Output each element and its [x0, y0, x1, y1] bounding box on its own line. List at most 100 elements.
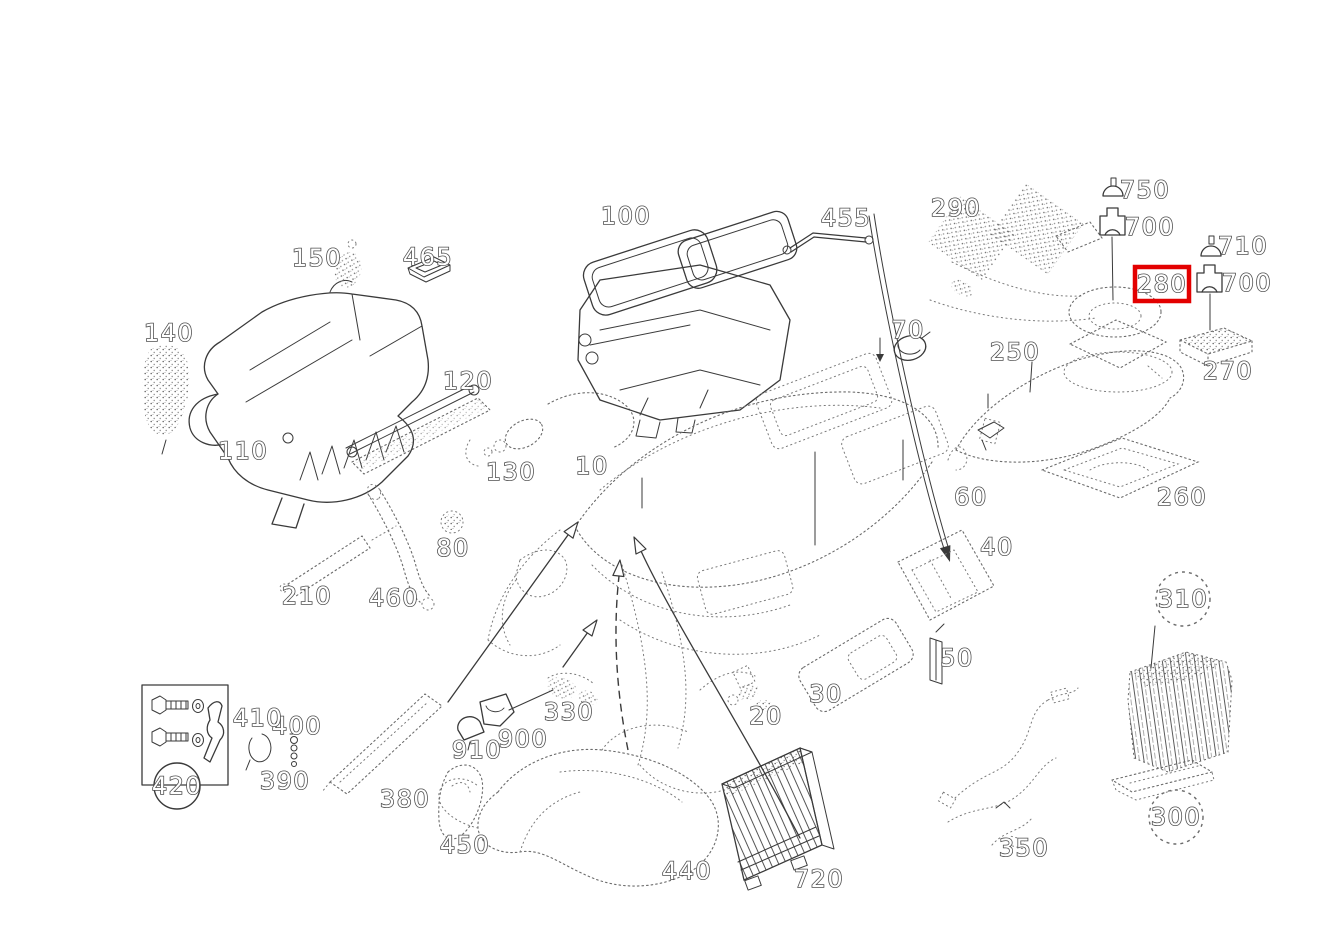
callout-20[interactable]: 20 — [748, 701, 783, 731]
part-label-110[interactable]: 110 — [217, 436, 268, 466]
part-label-450[interactable]: 450 — [439, 830, 490, 860]
callout-410[interactable]: 410 — [232, 703, 283, 733]
callout-70[interactable]: 70 — [890, 315, 925, 345]
part-label-310[interactable]: 310 — [1157, 584, 1208, 614]
part-label-330[interactable]: 330 — [543, 697, 594, 727]
part-450-duct-drawing — [438, 764, 484, 840]
part-20-cluster-drawing — [727, 664, 772, 712]
callout-900[interactable]: 900 — [497, 724, 548, 754]
callout-210[interactable]: 210 — [281, 581, 332, 611]
callout-130[interactable]: 130 — [485, 457, 536, 487]
part-label-270[interactable]: 270 — [1202, 356, 1253, 386]
callout-140[interactable]: 140 — [143, 318, 194, 348]
part-250-duct-drawing — [955, 350, 1185, 463]
part-label-710[interactable]: 710 — [1217, 231, 1268, 261]
part-label-30[interactable]: 30 — [808, 679, 843, 709]
part-label-720[interactable]: 720 — [793, 864, 844, 894]
part-130-cluster-drawing — [465, 392, 635, 467]
callout-50[interactable]: 50 — [939, 643, 974, 673]
part-label-60[interactable]: 60 — [953, 482, 988, 512]
callout-310[interactable]: 310 — [1155, 571, 1211, 627]
part-label-440[interactable]: 440 — [661, 856, 712, 886]
callout-910[interactable]: 910 — [451, 735, 502, 765]
callout-110[interactable]: 110 — [217, 436, 268, 466]
part-label-390[interactable]: 390 — [259, 766, 310, 796]
callout-60[interactable]: 60 — [953, 482, 988, 512]
part-label-40[interactable]: 40 — [979, 532, 1014, 562]
part-label-50[interactable]: 50 — [939, 643, 974, 673]
callout-455[interactable]: 455 — [820, 203, 871, 233]
callout-750[interactable]: 750 — [1119, 175, 1170, 205]
callout-250[interactable]: 250 — [989, 337, 1040, 367]
push-pin-clip-710-icon — [1200, 235, 1222, 257]
callout-circle-dashed — [1148, 789, 1204, 845]
part-label-100[interactable]: 100 — [600, 201, 651, 231]
part-label-140[interactable]: 140 — [143, 318, 194, 348]
part-label-210[interactable]: 210 — [281, 581, 332, 611]
callout-290[interactable]: 290 — [930, 193, 981, 223]
part-40-frame-drawing — [897, 529, 995, 621]
callout-10[interactable]: 10 — [574, 451, 609, 481]
part-420-kit-drawing — [141, 684, 229, 786]
callout-350[interactable]: 350 — [998, 833, 1049, 863]
part-100-unit-drawing — [577, 210, 798, 439]
part-label-10[interactable]: 10 — [574, 451, 609, 481]
callout-720[interactable]: 720 — [793, 864, 844, 894]
part-label-290[interactable]: 290 — [930, 193, 981, 223]
callout-100[interactable]: 100 — [600, 201, 651, 231]
callout-440[interactable]: 440 — [661, 856, 712, 886]
part-270-box-drawing — [1178, 327, 1254, 367]
callout-420[interactable]: 420 — [151, 762, 202, 810]
part-330-cluster-drawing — [547, 672, 598, 706]
callout-150[interactable]: 150 — [291, 243, 342, 273]
part-label-280[interactable]: 280 — [1136, 269, 1187, 299]
part-label-410[interactable]: 410 — [232, 703, 283, 733]
part-label-455[interactable]: 455 — [820, 203, 871, 233]
callout-400[interactable]: 400 — [271, 711, 322, 741]
callout-465[interactable]: 465 — [402, 242, 453, 272]
part-label-900[interactable]: 900 — [497, 724, 548, 754]
callout-460[interactable]: 460 — [368, 583, 419, 613]
part-label-150[interactable]: 150 — [291, 243, 342, 273]
part-label-380[interactable]: 380 — [379, 784, 430, 814]
part-label-420[interactable]: 420 — [151, 771, 202, 801]
callout-300[interactable]: 300 — [1148, 789, 1204, 845]
callout-700b[interactable]: 700 — [1221, 268, 1272, 298]
part-label-460[interactable]: 460 — [368, 583, 419, 613]
part-label-350[interactable]: 350 — [998, 833, 1049, 863]
part-label-700a[interactable]: 700 — [1124, 212, 1175, 242]
part-label-750[interactable]: 750 — [1119, 175, 1170, 205]
callout-80[interactable]: 80 — [435, 533, 470, 563]
callout-380[interactable]: 380 — [379, 784, 430, 814]
part-label-120[interactable]: 120 — [442, 366, 493, 396]
callout-40[interactable]: 40 — [979, 532, 1014, 562]
part-label-300[interactable]: 300 — [1150, 802, 1201, 832]
callout-390[interactable]: 390 — [259, 766, 310, 796]
callout-120[interactable]: 120 — [442, 366, 493, 396]
part-label-20[interactable]: 20 — [748, 701, 783, 731]
callout-280[interactable]: 280 — [1132, 264, 1192, 304]
callout-330[interactable]: 330 — [543, 697, 594, 727]
part-70-valve-drawing — [876, 331, 931, 362]
callout-260[interactable]: 260 — [1156, 482, 1207, 512]
part-350-harness-drawing — [937, 687, 1079, 850]
part-label-130[interactable]: 130 — [485, 457, 536, 487]
part-label-260[interactable]: 260 — [1156, 482, 1207, 512]
part-60-bracket-drawing — [947, 421, 1005, 471]
callout-450[interactable]: 450 — [439, 830, 490, 860]
callout-700a[interactable]: 700 — [1124, 212, 1175, 242]
part-label-250[interactable]: 250 — [989, 337, 1040, 367]
part-label-465[interactable]: 465 — [402, 242, 453, 272]
leader-line-310 — [1150, 625, 1156, 669]
part-label-70[interactable]: 70 — [890, 315, 925, 345]
part-label-80[interactable]: 80 — [435, 533, 470, 563]
callout-710[interactable]: 710 — [1217, 231, 1268, 261]
part-30-console-drawing — [798, 617, 914, 713]
callout-30[interactable]: 30 — [808, 679, 843, 709]
part-label-910[interactable]: 910 — [451, 735, 502, 765]
callout-270[interactable]: 270 — [1202, 356, 1253, 386]
grommet-700b-icon — [1196, 264, 1223, 331]
part-label-400[interactable]: 400 — [271, 711, 322, 741]
part-label-700b[interactable]: 700 — [1221, 268, 1272, 298]
part-410-ring-drawing — [245, 733, 272, 771]
